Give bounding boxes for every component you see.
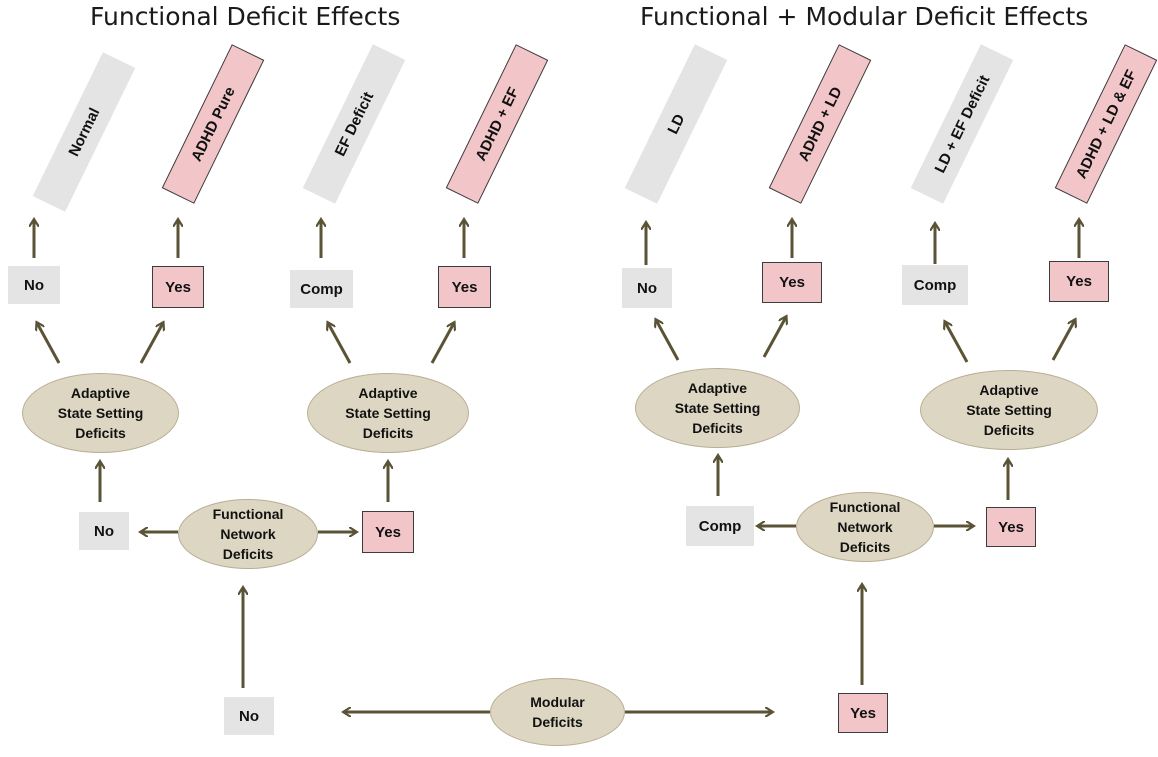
arrow-adaptive-b-to-comp-right <box>945 322 969 363</box>
right-functional-network-ellipse: Functional Network Deficits <box>796 492 934 562</box>
right-adaptive-state-ellipse-b: Adaptive State Setting Deficits <box>920 370 1098 450</box>
modular-no-box: No <box>224 697 274 735</box>
right-leaf-comp-box: Comp <box>902 265 968 305</box>
left-functional-network-ellipse: Functional Network Deficits <box>178 499 318 569</box>
right-adaptive-state-ellipse-a: Adaptive State Setting Deficits <box>635 368 800 448</box>
left-leaf-yes-box-1: Yes <box>152 266 204 308</box>
arrow-adaptive-a-to-no-right <box>656 320 680 361</box>
modular-yes-box: Yes <box>838 693 888 733</box>
left-leaf-comp-box: Comp <box>290 270 353 308</box>
arrow-adaptive-b-to-comp <box>328 323 352 364</box>
arrow-adaptive-b-to-yes-right <box>1051 320 1075 361</box>
left-branch-no-box: No <box>79 512 129 550</box>
right-leaf-yes-box-2: Yes <box>1049 261 1109 302</box>
right-leaf-no-box: No <box>622 268 672 308</box>
title-left: Functional Deficit Effects <box>90 2 401 31</box>
left-branch-yes-box: Yes <box>362 511 414 553</box>
left-adaptive-state-ellipse-a: Adaptive State Setting Deficits <box>22 373 179 453</box>
right-branch-yes-box: Yes <box>986 507 1036 547</box>
title-right: Functional + Modular Deficit Effects <box>640 2 1089 31</box>
left-adaptive-state-ellipse-b: Adaptive State Setting Deficits <box>307 373 469 453</box>
modular-deficits-ellipse: Modular Deficits <box>490 678 625 746</box>
arrow-adaptive-b-to-yes <box>430 323 454 364</box>
right-leaf-yes-box-1: Yes <box>762 262 822 303</box>
arrow-adaptive-a-to-yes-right <box>762 317 786 358</box>
left-leaf-no-box: No <box>8 266 60 304</box>
left-leaf-yes-box-2: Yes <box>438 266 491 308</box>
right-branch-comp-box: Comp <box>686 506 754 546</box>
arrow-adaptive-a-to-yes <box>139 323 163 364</box>
arrow-adaptive-a-to-no <box>37 323 61 364</box>
